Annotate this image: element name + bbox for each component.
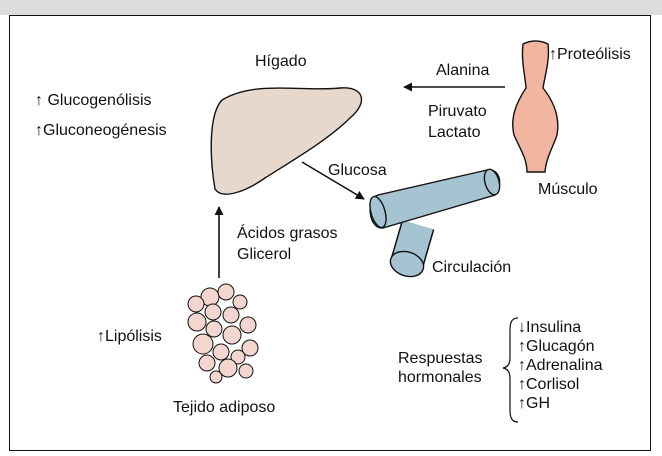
glucose-label: Glucosa: [328, 161, 387, 180]
hormone-item: ↑Adrenalina: [518, 356, 603, 375]
hormonal-title: Respuestas hormonales: [398, 349, 483, 387]
glycogenolysis-label: ↑ Glucogenólisis: [35, 91, 152, 110]
fatty-acids-label: Ácidos grasos: [237, 224, 338, 243]
muscle-label: Músculo: [538, 180, 598, 199]
lipolysis-label: ↑Lipólisis: [97, 327, 162, 346]
lactate-label: Lactato: [428, 123, 480, 142]
hormonal-title-line1: Respuestas: [398, 349, 483, 368]
proteolysis-label: ↑Proteólisis: [549, 45, 631, 64]
hormone-item: ↑GH: [518, 394, 603, 413]
hormone-item: ↑Corlisol: [518, 375, 603, 394]
circulation-label: Circulación: [432, 258, 511, 277]
adipose-tissue: [188, 284, 258, 383]
hormone-list: ↓Insulina ↑Glucagón ↑Adrenalina ↑Corliso…: [518, 318, 603, 413]
hormone-item: ↑Glucagón: [518, 337, 603, 356]
hormonal-title-line2: hormonales: [398, 368, 483, 387]
pyruvate-label: Piruvato: [428, 102, 487, 121]
hormone-item: ↓Insulina: [518, 318, 603, 337]
glycerol-label: Glicerol: [237, 245, 291, 264]
gluconeogenesis-label: ↑Gluconeogénesis: [35, 121, 167, 140]
liver-label: Hígado: [255, 52, 307, 71]
adipose-label: Tejido adiposo: [173, 398, 275, 417]
hormonal-brace: [503, 318, 518, 422]
alanine-label: Alanina: [436, 61, 489, 80]
